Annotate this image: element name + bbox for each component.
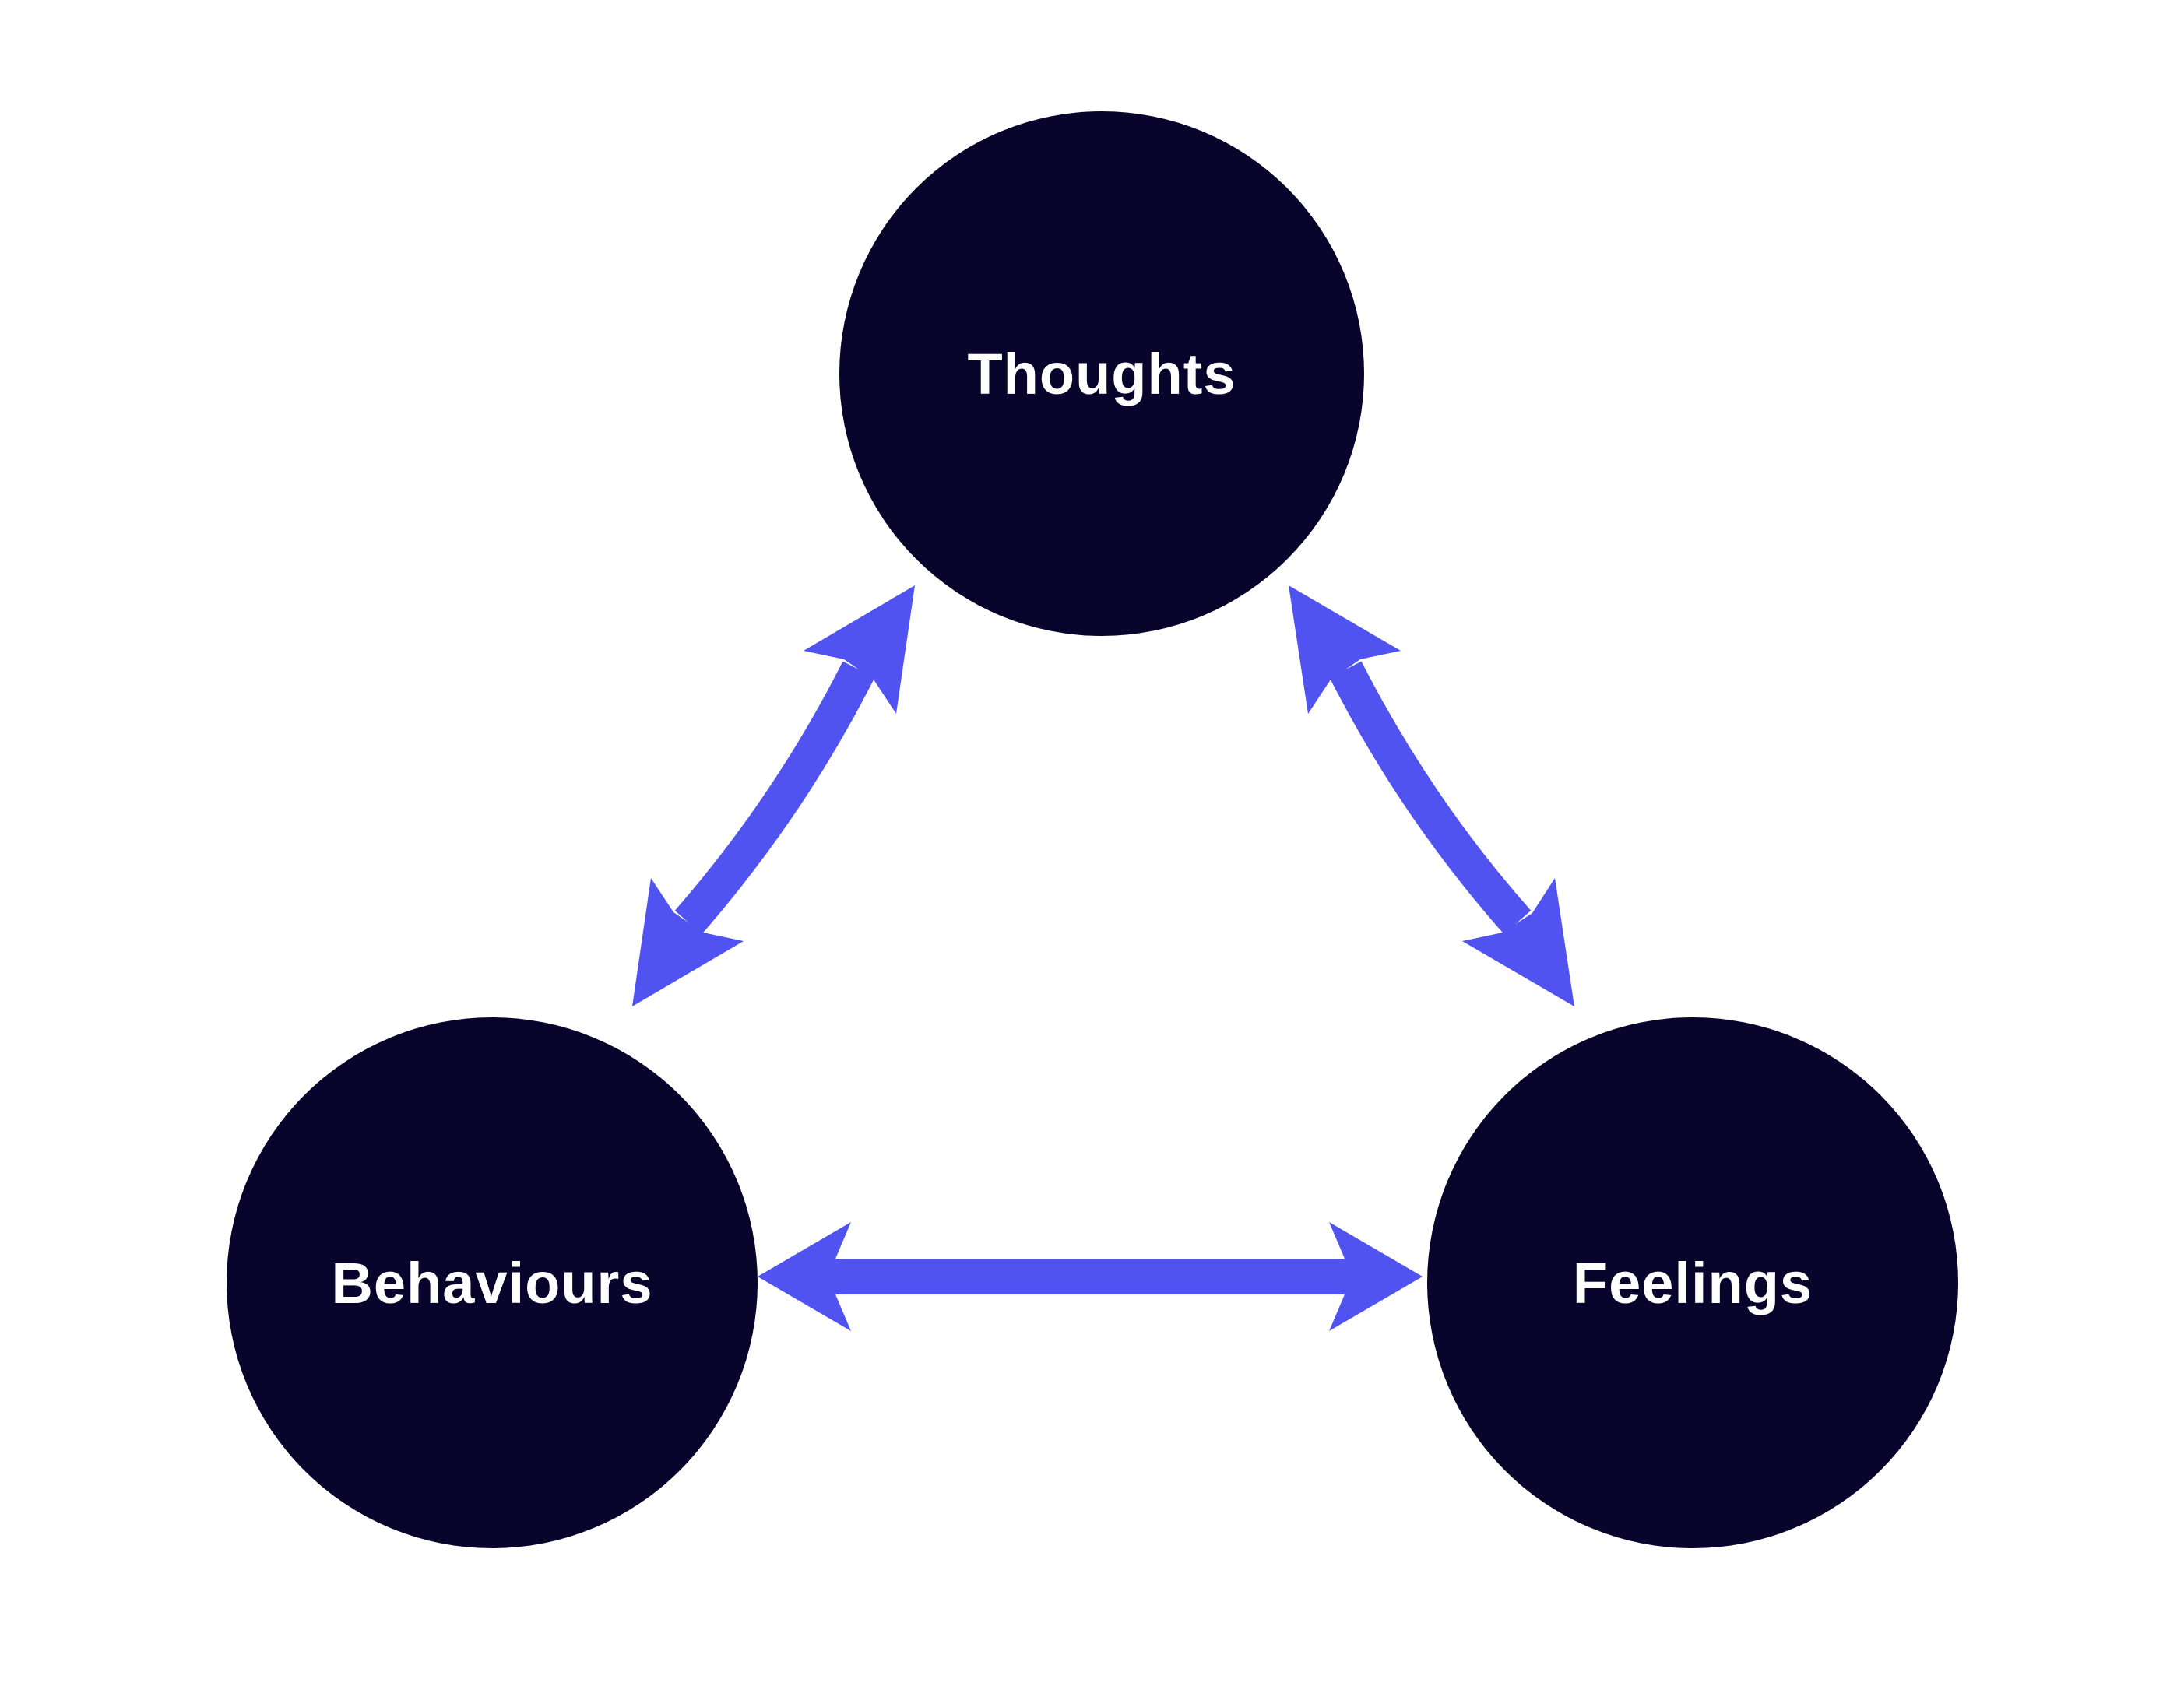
node-thoughts-label: Thoughts <box>967 341 1236 406</box>
node-behaviours-label: Behaviours <box>331 1250 653 1315</box>
arrow-behaviours-feelings <box>758 1222 1423 1331</box>
arrow-thoughts-behaviours <box>632 585 915 1006</box>
node-behaviours: Behaviours <box>227 1017 758 1548</box>
node-thoughts: Thoughts <box>839 111 1364 636</box>
node-feelings-label: Feelings <box>1572 1250 1813 1315</box>
arrow-thoughts-feelings <box>1289 585 1574 1006</box>
node-feelings: Feelings <box>1427 1017 1958 1548</box>
